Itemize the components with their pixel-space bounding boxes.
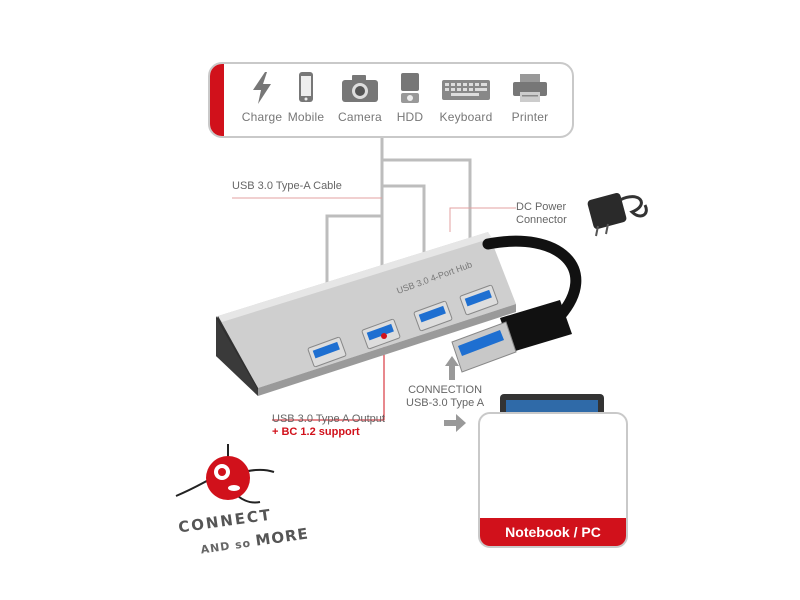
device-bar: Charge Mobile Camera HDD bbox=[208, 62, 574, 138]
device-label-printer: Printer bbox=[511, 110, 549, 124]
notebook-label: Notebook / PC bbox=[480, 518, 626, 546]
keyboard-icon bbox=[442, 80, 490, 100]
callout-connection-line1: CONNECTION bbox=[408, 384, 483, 396]
callout-dc-power-line2: Connector bbox=[516, 214, 567, 226]
callout-output-line2: + BC 1.2 support bbox=[272, 426, 360, 438]
usb-hub bbox=[216, 232, 516, 396]
device-label-keyboard: Keyboard bbox=[439, 110, 493, 124]
callout-dc-power: DC Power Connector bbox=[516, 201, 586, 227]
device-hdd: HDD bbox=[382, 70, 438, 124]
arrow-right-icon bbox=[444, 414, 466, 432]
callout-dc-power-line1: DC Power bbox=[516, 201, 567, 213]
device-bar-accent bbox=[210, 64, 224, 136]
dc-power-adapter bbox=[587, 193, 648, 237]
callout-connection-line2: USB-3.0 Type A bbox=[406, 397, 485, 409]
device-label-mobile: Mobile bbox=[287, 110, 325, 124]
hdd-icon bbox=[401, 73, 419, 103]
usb-cable bbox=[451, 235, 582, 373]
device-printer: Printer bbox=[502, 70, 558, 124]
device-mobile: Mobile bbox=[278, 70, 334, 124]
lightning-icon bbox=[253, 72, 271, 104]
callout-connection: CONNECTION USB-3.0 Type A bbox=[406, 384, 484, 410]
connect-and-more-logo-graphic bbox=[175, 444, 275, 504]
arrow-up-icon bbox=[445, 356, 459, 380]
callout-cable: USB 3.0 Type-A Cable bbox=[232, 180, 342, 192]
device-label-camera: Camera bbox=[338, 110, 382, 124]
printer-icon bbox=[513, 74, 547, 102]
device-label-hdd: HDD bbox=[396, 110, 424, 124]
callout-output: USB 3.0 Type A Output + BC 1.2 support bbox=[272, 413, 385, 439]
mobile-icon bbox=[299, 72, 313, 102]
device-charge: Charge bbox=[234, 70, 290, 124]
usb-ports bbox=[307, 284, 499, 368]
callout-output-line1: USB 3.0 Type A Output bbox=[272, 413, 385, 425]
device-camera: Camera bbox=[332, 70, 388, 124]
device-keyboard: Keyboard bbox=[438, 70, 494, 124]
camera-icon bbox=[342, 75, 378, 102]
device-label-charge: Charge bbox=[241, 110, 283, 124]
callout-lines bbox=[232, 197, 516, 421]
